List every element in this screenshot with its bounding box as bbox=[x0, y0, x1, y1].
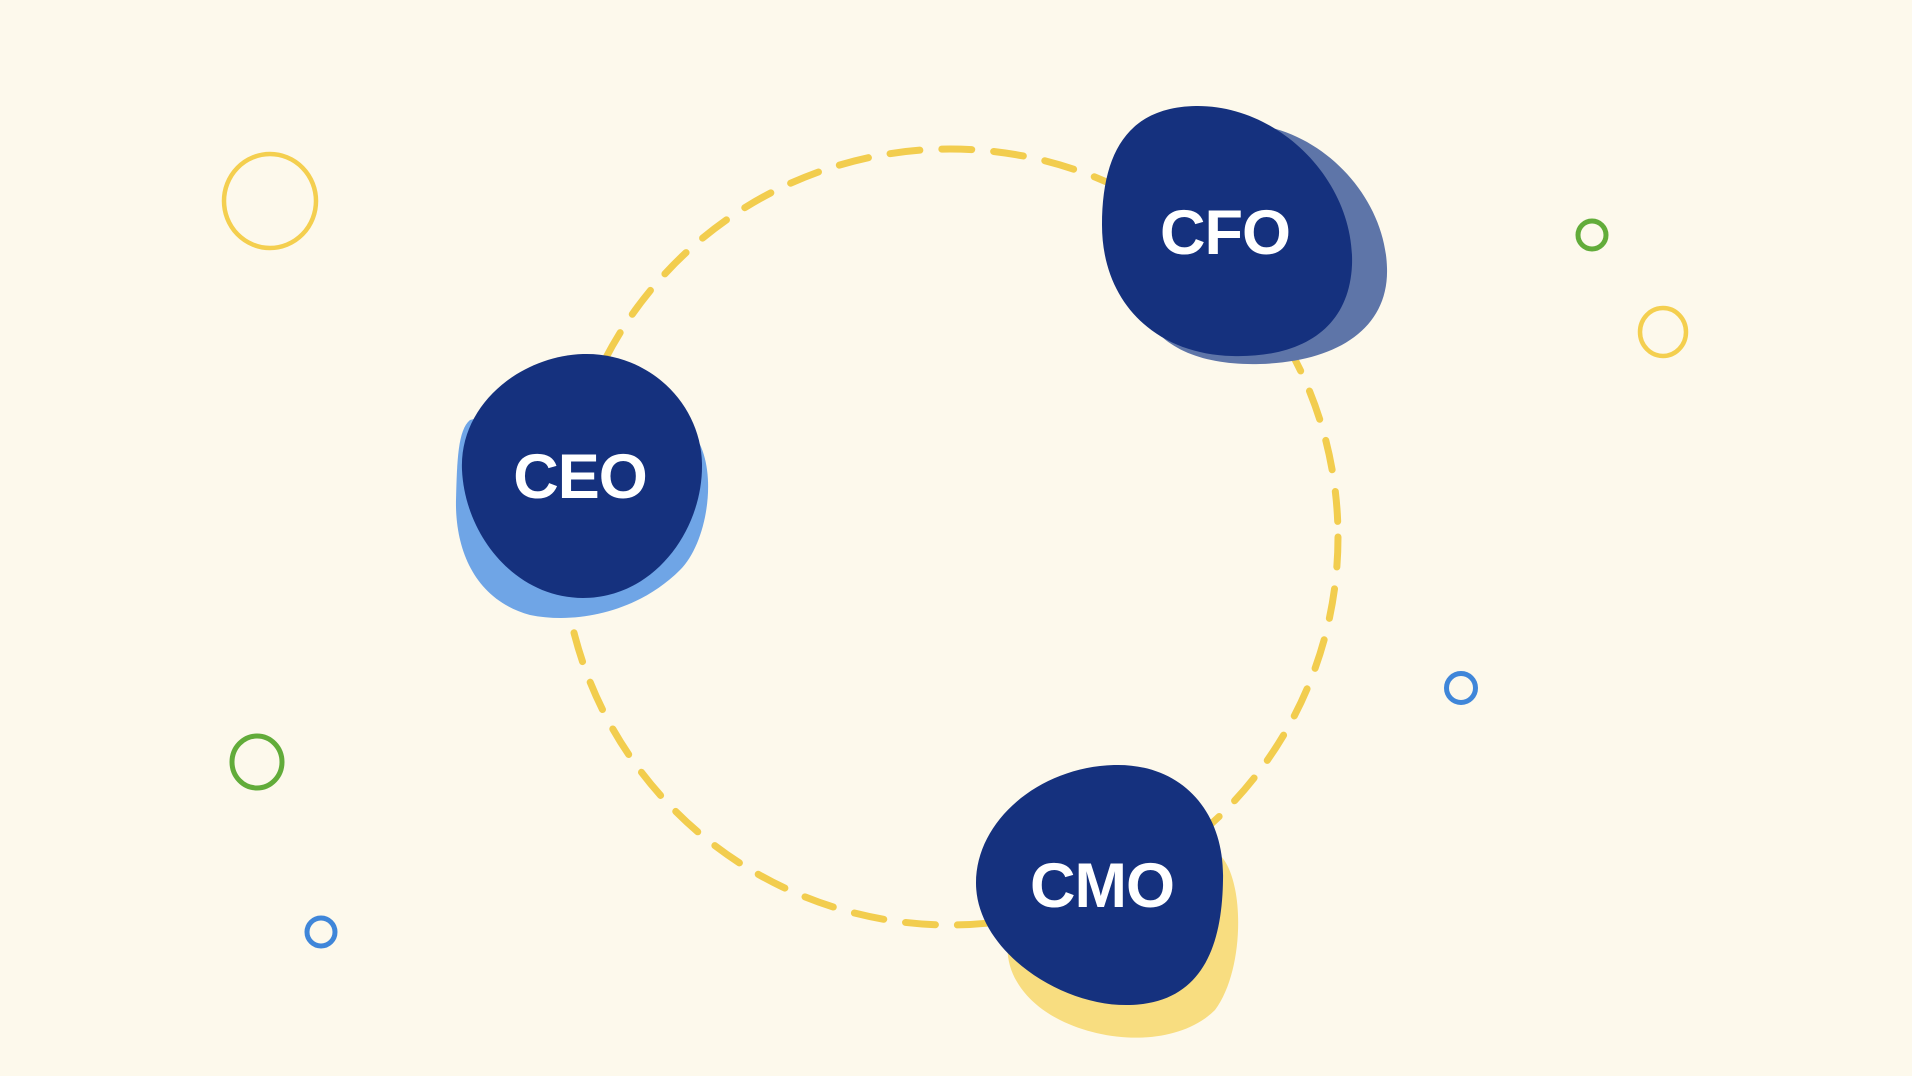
green-ring-icon bbox=[229, 733, 285, 791]
blue-ring-icon bbox=[304, 915, 338, 949]
yellow-ring-icon bbox=[1637, 305, 1689, 359]
node-cfo: CFO bbox=[1102, 105, 1388, 365]
blue-ring-icon bbox=[1444, 671, 1478, 705]
green-ring-icon bbox=[1575, 218, 1609, 252]
node-cmo-blob bbox=[976, 764, 1224, 1006]
node-ceo-blob bbox=[461, 353, 703, 598]
node-cmo: CMO bbox=[976, 764, 1239, 1038]
yellow-ring-icon bbox=[221, 151, 319, 251]
node-ceo: CEO bbox=[455, 353, 709, 618]
decorative-rings bbox=[221, 151, 1689, 949]
node-cfo-label: CFO bbox=[1160, 198, 1290, 268]
node-cfo-blob bbox=[1102, 105, 1353, 357]
node-ceo-label: CEO bbox=[513, 442, 647, 512]
node-cmo-label: CMO bbox=[1030, 851, 1174, 921]
